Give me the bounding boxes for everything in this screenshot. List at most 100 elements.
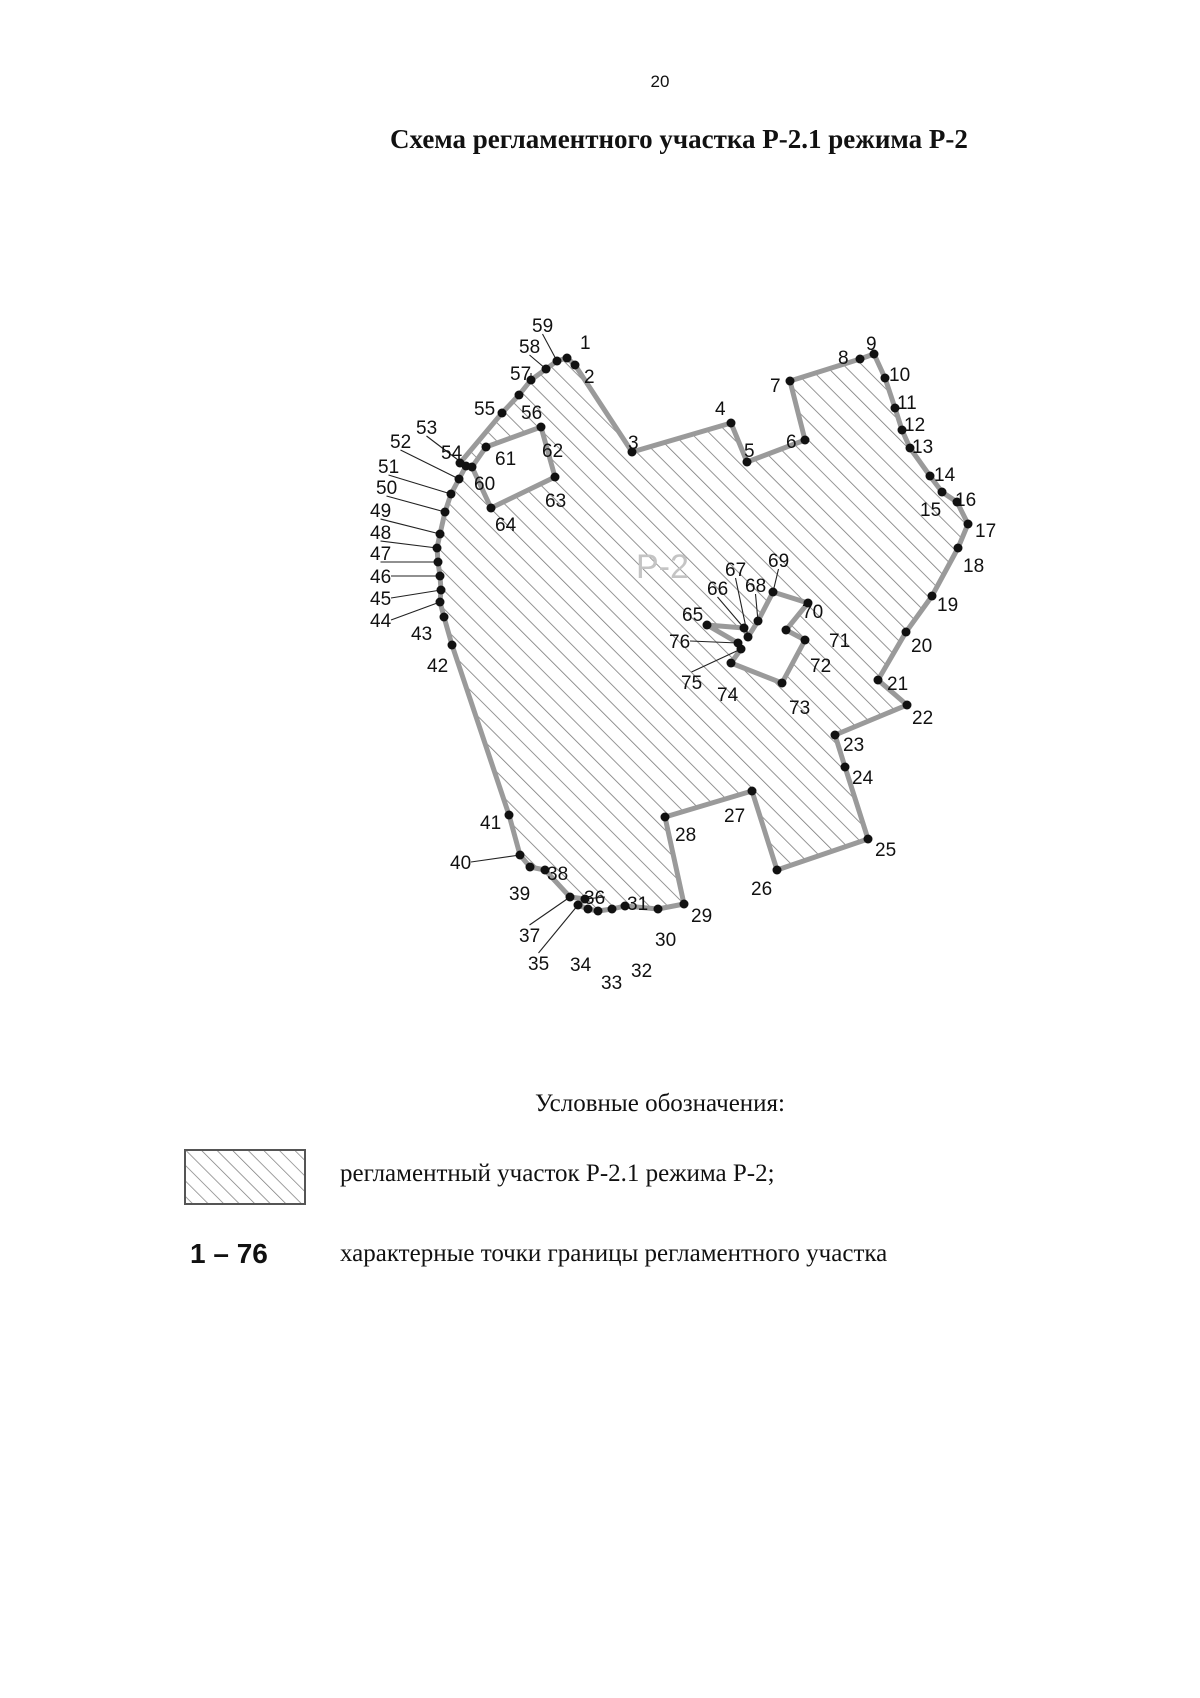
- leader-line-48: [380, 540, 438, 549]
- page-title: Схема регламентного участка Р-2.1 режима…: [390, 124, 968, 154]
- point-label-64: 64: [495, 515, 517, 536]
- boundary-point-35: [573, 900, 583, 910]
- boundary-point-58: [541, 364, 551, 374]
- point-label-8: 8: [838, 348, 849, 369]
- legend-item-points: характерные точки границы регламентного …: [340, 1240, 888, 1267]
- boundary-point-46: [435, 571, 445, 581]
- point-label-19: 19: [937, 595, 958, 616]
- leader-line-52: [400, 449, 460, 480]
- leader-line-50: [386, 495, 446, 513]
- boundary-point-61: [481, 442, 491, 452]
- point-label-58: 58: [519, 337, 540, 358]
- boundary-point-47: [433, 557, 443, 567]
- label-leader-lines: [380, 333, 780, 954]
- point-label-14: 14: [934, 465, 956, 486]
- boundary-point-3: [627, 447, 637, 457]
- point-label-61: 61: [495, 449, 516, 470]
- point-label-12: 12: [904, 415, 925, 436]
- point-label-63: 63: [545, 491, 566, 512]
- point-label-44: 44: [370, 611, 392, 632]
- point-label-21: 21: [887, 674, 908, 695]
- boundary-point-18: [953, 543, 963, 553]
- point-label-13: 13: [912, 437, 933, 458]
- boundary-point-20: [901, 627, 911, 637]
- point-label-28: 28: [675, 825, 696, 846]
- point-label-51: 51: [378, 457, 399, 478]
- boundary-point-72: [800, 635, 810, 645]
- point-label-37: 37: [519, 926, 540, 947]
- point-label-16: 16: [955, 490, 976, 511]
- boundary-points: [432, 349, 973, 916]
- regulation-zone-shape: [434, 351, 971, 914]
- zone-label: Р-2: [636, 548, 689, 586]
- point-label-62: 62: [542, 441, 563, 462]
- point-label-36: 36: [584, 888, 605, 909]
- boundary-point-68: [753, 616, 763, 626]
- point-label-27: 27: [724, 806, 745, 827]
- boundary-point-14: [925, 471, 935, 481]
- leader-line-66: [717, 596, 745, 629]
- boundary-point-1: [562, 353, 572, 363]
- boundary-point-13: [905, 443, 915, 453]
- boundary-point-57: [526, 375, 536, 385]
- boundary-point-34: [583, 904, 593, 914]
- point-label-25: 25: [875, 840, 896, 861]
- boundary-point-10: [880, 373, 890, 383]
- leader-line-51: [388, 474, 452, 495]
- boundary-point-41: [504, 810, 514, 820]
- point-label-20: 20: [911, 636, 932, 657]
- point-label-1: 1: [580, 333, 591, 354]
- point-label-66: 66: [707, 579, 728, 600]
- point-label-45: 45: [370, 589, 391, 610]
- point-label-46: 46: [370, 567, 391, 588]
- point-label-53: 53: [416, 418, 437, 439]
- point-label-60: 60: [474, 474, 495, 495]
- point-label-7: 7: [770, 376, 781, 397]
- point-label-24: 24: [852, 768, 874, 789]
- point-label-39: 39: [509, 884, 530, 905]
- point-label-70: 70: [802, 602, 823, 623]
- point-label-69: 69: [768, 551, 789, 572]
- leader-line-59: [542, 333, 558, 362]
- boundary-point-66: [739, 623, 749, 633]
- point-label-74: 74: [717, 685, 739, 706]
- boundary-point-19: [927, 591, 937, 601]
- boundary-point-29: [679, 899, 689, 909]
- point-label-73: 73: [789, 698, 810, 719]
- point-label-54: 54: [441, 443, 463, 464]
- boundary-point-17: [963, 519, 973, 529]
- boundary-point-42: [447, 640, 457, 650]
- boundary-point-63: [550, 472, 560, 482]
- boundary-point-30: [653, 904, 663, 914]
- boundary-point-22: [902, 700, 912, 710]
- boundary-point-76: [733, 638, 743, 648]
- boundary-point-55: [497, 408, 507, 418]
- leader-line-76: [689, 640, 739, 644]
- boundary-point-23: [830, 730, 840, 740]
- boundary-point-62: [536, 422, 546, 432]
- page-number: 20: [650, 72, 670, 91]
- boundary-point-52: [454, 474, 464, 484]
- boundary-point-39: [525, 862, 535, 872]
- leader-line-35: [538, 904, 579, 954]
- boundary-point-45: [436, 585, 446, 595]
- boundary-point-69: [768, 587, 778, 597]
- point-label-17: 17: [975, 521, 996, 542]
- boundary-point-32: [607, 904, 617, 914]
- point-label-75: 75: [681, 673, 702, 694]
- point-label-26: 26: [751, 879, 772, 900]
- boundary-point-65: [702, 620, 712, 630]
- point-label-2: 2: [584, 367, 595, 388]
- boundary-point-4: [726, 418, 736, 428]
- point-label-30: 30: [655, 930, 676, 951]
- point-label-41: 41: [480, 813, 501, 834]
- point-label-47: 47: [370, 544, 391, 565]
- point-label-23: 23: [843, 735, 864, 756]
- point-label-29: 29: [691, 906, 712, 927]
- point-label-22: 22: [912, 708, 933, 729]
- point-label-59: 59: [532, 316, 553, 337]
- point-label-6: 6: [786, 432, 797, 453]
- point-label-76: 76: [669, 632, 690, 653]
- boundary-point-51: [446, 489, 456, 499]
- point-label-11: 11: [897, 393, 917, 414]
